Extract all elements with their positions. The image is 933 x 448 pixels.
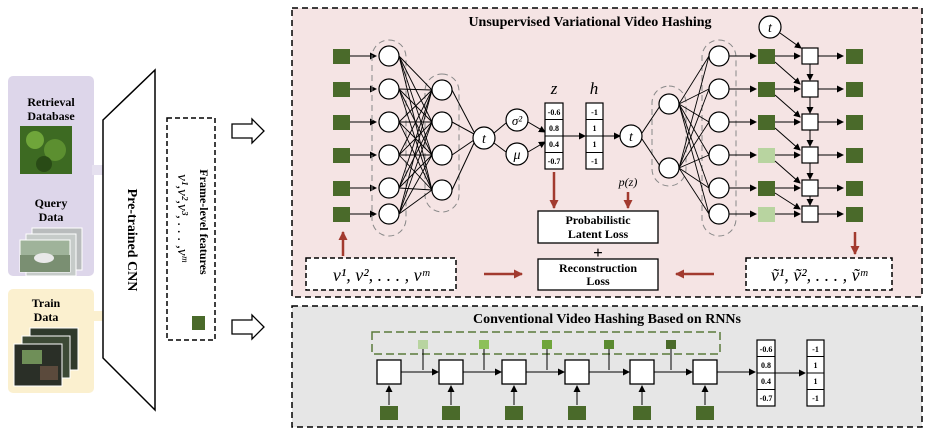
train-box: Train Data bbox=[8, 289, 94, 393]
h-value-1: -1 bbox=[591, 108, 598, 117]
bottom-h-value-1: -1 bbox=[812, 345, 819, 354]
query-label: Query bbox=[35, 196, 68, 210]
decoder-t-symbol: t bbox=[629, 130, 634, 145]
to-top-panel-arrow bbox=[231, 117, 265, 145]
encoder-layer1-group bbox=[371, 39, 407, 237]
chain-t-arrow bbox=[779, 32, 802, 49]
train-data-label: Data bbox=[34, 310, 59, 324]
decoder-dense-connections bbox=[678, 55, 710, 215]
mu-node bbox=[505, 142, 529, 166]
z-value-2: 0.8 bbox=[549, 124, 559, 133]
encoder-t-node bbox=[472, 126, 496, 150]
top-panel-title: Unsupervised Variational Video Hashing bbox=[468, 15, 711, 30]
decoder-hidden-frames bbox=[758, 49, 775, 222]
bottom-panel-title: Conventional Video Hashing Based on RNNs bbox=[473, 312, 742, 327]
input-sequence: v¹, v², . . . , vᵐ bbox=[333, 265, 431, 285]
decoder-t-node bbox=[619, 124, 643, 148]
plus-sign: + bbox=[593, 243, 603, 262]
decoder-chain-inputs bbox=[774, 52, 801, 218]
mu-symbol: μ bbox=[512, 148, 520, 163]
bottom-z-value-3: 0.4 bbox=[761, 377, 771, 386]
pz-label: p(z) bbox=[618, 175, 638, 189]
feature-square bbox=[192, 316, 205, 330]
input-sequence-box: v¹, v², . . . , vᵐ bbox=[305, 257, 457, 291]
bottom-z-value-1: -0.6 bbox=[760, 345, 773, 354]
encoder-input-frames bbox=[333, 49, 350, 222]
train-label: Train bbox=[32, 296, 61, 310]
h-value-3: 1 bbox=[593, 140, 597, 149]
chain-t-symbol: t bbox=[768, 21, 773, 36]
reconstructed-frames bbox=[846, 49, 863, 222]
h-label: h bbox=[590, 79, 599, 98]
h-value-4: -1 bbox=[591, 157, 598, 166]
encoder-to-t-connections bbox=[451, 89, 507, 191]
encoder-layer2-nodes bbox=[431, 79, 453, 201]
bottom-h-value-4: -1 bbox=[812, 394, 819, 403]
h-value-2: 1 bbox=[593, 124, 597, 133]
reconstruction-loss-line2: Loss bbox=[586, 274, 610, 288]
encoder-layer1-nodes bbox=[378, 45, 400, 225]
database-label: Database bbox=[27, 109, 75, 123]
encoder-t-symbol: t bbox=[482, 132, 487, 147]
output-sequence: ṽ¹, ṽ², . . . , ṽᵐ bbox=[771, 265, 869, 285]
to-bottom-panel-arrow bbox=[231, 313, 265, 341]
retrieval-query-box: Retrieval Database Query Data bbox=[8, 76, 94, 277]
z-value-1: -0.6 bbox=[548, 108, 561, 117]
bottom-h-value-3: 1 bbox=[814, 377, 818, 386]
bottom-z-value-4: -0.7 bbox=[760, 394, 773, 403]
encoder-layer2-group bbox=[424, 73, 460, 213]
chain-t-node bbox=[758, 15, 782, 39]
features-seq: v¹,v²,v³, . . . ,vᵐ bbox=[174, 174, 190, 262]
features-title: Frame-level features bbox=[197, 169, 211, 275]
rnn-input-arrows bbox=[385, 385, 709, 405]
sigma-node bbox=[505, 108, 529, 132]
bottom-z-value-2: 0.8 bbox=[761, 361, 771, 370]
sigma-symbol: σ² bbox=[512, 113, 523, 128]
query-thumbnail-image bbox=[19, 227, 83, 277]
t-to-decoder-connections bbox=[641, 105, 661, 167]
z-vector: -0.6 0.8 0.4 -0.7 bbox=[544, 102, 564, 170]
hidden-state-connectors bbox=[422, 349, 672, 370]
latent-loss-line2: Latent Loss bbox=[568, 227, 629, 241]
latent-loss-box: Probabilistic Latent Loss bbox=[537, 210, 659, 244]
reconstruction-loss-box: Reconstruction Loss bbox=[537, 258, 659, 291]
decoder-layer2-group bbox=[701, 39, 737, 237]
decoder-layer1-group bbox=[651, 85, 687, 187]
hidden-states-group bbox=[371, 331, 721, 355]
decoder-rnn-cells bbox=[801, 47, 819, 223]
z-value-3: 0.4 bbox=[549, 140, 559, 149]
z-label: z bbox=[550, 79, 558, 98]
rnn-input-frames bbox=[380, 406, 714, 420]
frame-features-box: Frame-level features v¹,v²,v³, . . . ,vᵐ bbox=[166, 117, 216, 341]
h-vector: -1 1 1 -1 bbox=[585, 102, 604, 170]
retrieval-thumbnail-image bbox=[20, 126, 72, 174]
latent-loss-line1: Probabilistic bbox=[565, 213, 631, 227]
cnn-label: Pre-trained CNN bbox=[124, 189, 139, 292]
sigma-to-z-arrow bbox=[527, 121, 546, 133]
bottom-h-vector: -1 1 1 -1 bbox=[806, 339, 825, 407]
output-sequence-box: ṽ¹, ṽ², . . . , ṽᵐ bbox=[745, 257, 893, 291]
bottom-h-value-2: 1 bbox=[814, 361, 818, 370]
bottom-z-vector: -0.6 0.8 0.4 -0.7 bbox=[756, 339, 776, 407]
decoder-layer1-nodes bbox=[658, 93, 680, 179]
decoder-rnn-outputs bbox=[818, 52, 844, 218]
encoder-dense-connections bbox=[398, 55, 433, 215]
mu-to-z-arrow bbox=[527, 141, 546, 153]
retrieval-label: Retrieval bbox=[27, 95, 75, 109]
decoder-output-arrows bbox=[729, 52, 757, 218]
reconstruction-loss-line1: Reconstruction bbox=[559, 261, 637, 275]
train-thumbnail-image bbox=[13, 327, 79, 387]
decoder-layer2-nodes bbox=[708, 45, 730, 225]
data-label: Data bbox=[39, 210, 64, 224]
hidden-state-squares bbox=[418, 340, 676, 349]
pretrained-cnn-block: Pre-trained CNN bbox=[102, 68, 156, 412]
z-value-4: -0.7 bbox=[548, 157, 561, 166]
